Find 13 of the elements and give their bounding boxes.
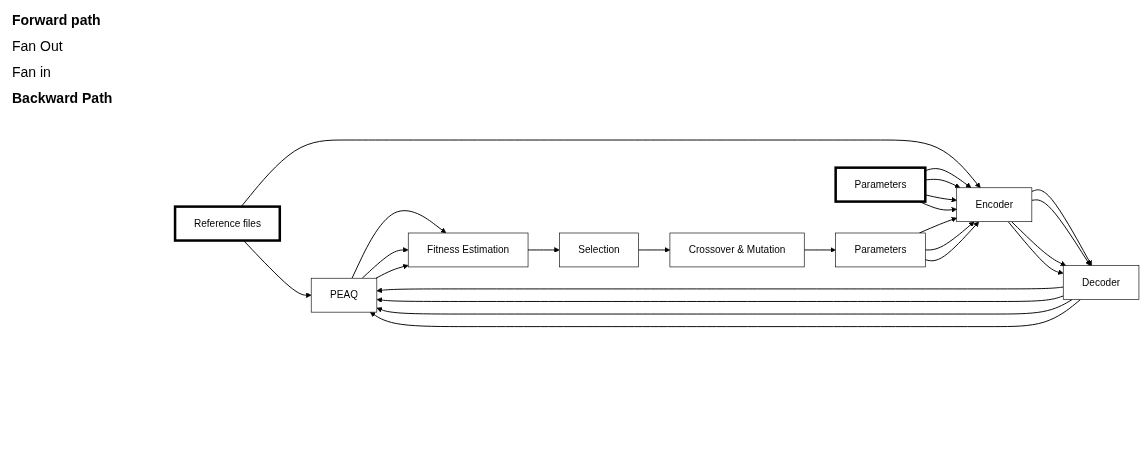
path-label: Forward path [12, 12, 102, 28]
node-box: Fitness Estimation [407, 232, 529, 267]
node-box: Crossover & Mutation [669, 232, 805, 267]
path-label: Fan Out [12, 38, 64, 54]
path-label: Fan in [12, 64, 52, 80]
node-box: Reference files [173, 205, 282, 242]
node-box: Parameters [835, 232, 926, 267]
node-box: Selection [559, 232, 639, 267]
node-box: Parameters [834, 166, 927, 203]
node-box: Decoder [1062, 265, 1140, 300]
node-box: PEAQ [310, 277, 378, 313]
path-label: Backward Path [12, 90, 114, 106]
node-box: Encoder [956, 187, 1033, 222]
